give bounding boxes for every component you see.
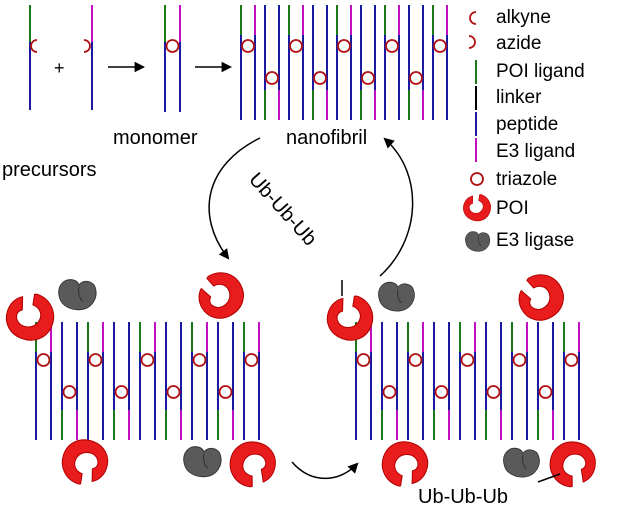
triazole-circle-icon <box>433 39 447 53</box>
triazole-circle-icon <box>486 385 501 399</box>
triazole-circle-icon <box>36 353 51 367</box>
triazole-circle-icon <box>538 385 553 399</box>
e3-ligase-blob-icon <box>183 446 222 478</box>
triazole-circle-icon <box>409 71 423 85</box>
legend-label-triazole: triazole <box>496 169 558 190</box>
ternary-to-ub-arrow <box>291 461 359 480</box>
triazole-circle-icon <box>470 172 484 186</box>
poi-blob-icon <box>459 189 495 225</box>
cycle-arrow-left <box>208 137 261 260</box>
triazole-circle-icon <box>382 385 397 399</box>
legend-label-e3-ligand: E3 ligand <box>496 141 576 162</box>
legend-label-azide: azide <box>496 33 542 54</box>
triazole-circle-icon <box>385 39 399 53</box>
nanofibril-label: nanofibril <box>286 127 368 149</box>
nanofibril-strands <box>240 5 448 120</box>
legend-label-linker: linker <box>496 87 542 108</box>
triazole-circle-icon <box>356 353 371 367</box>
triazole-circle-icon <box>512 353 527 367</box>
triazole-circle-icon <box>289 39 303 53</box>
legend-label-poi: POI <box>496 198 529 219</box>
alkyne-half-circle-icon <box>30 39 38 53</box>
legend-label-peptide: peptide <box>496 114 559 135</box>
triazole-circle-icon <box>218 385 233 399</box>
triazole-circle-icon <box>244 353 259 367</box>
ub-chain-label-bottom: Ub-Ub-Ub <box>418 486 509 508</box>
poi-blob-icon <box>375 435 435 494</box>
triazole-circle-icon <box>313 71 327 85</box>
e3-ligase-blob-icon <box>502 447 540 478</box>
alkyne-half-circle-icon <box>469 11 477 25</box>
legend-label-e3-ligase: E3 ligase <box>496 230 575 251</box>
precursors-label: precursors <box>2 159 97 181</box>
monomer-label: monomer <box>113 127 198 149</box>
triazole-circle-icon <box>460 353 475 367</box>
ubiquitinated-fibril-right <box>355 322 580 440</box>
ub-chain-label-top: Ub-Ub-Ub <box>244 169 321 251</box>
poi-blob-icon <box>226 437 280 491</box>
ternary-complex-fibril-left <box>35 322 260 440</box>
triazole-circle-icon <box>434 385 449 399</box>
triazole-circle-icon <box>265 71 279 85</box>
precursor-strand-1 <box>29 5 38 110</box>
triazole-circle-icon <box>165 39 180 53</box>
triazole-circle-icon <box>88 353 103 367</box>
legend-label-alkyne: alkyne <box>496 7 551 28</box>
poi-blob-icon <box>55 433 115 492</box>
legend-icons <box>459 11 495 252</box>
azide-half-circle-icon <box>83 39 91 53</box>
triazole-circle-icon <box>564 353 579 367</box>
triazole-circle-icon <box>408 353 423 367</box>
triazole-circle-icon <box>62 385 77 399</box>
triazole-circle-icon <box>114 385 129 399</box>
triazole-circle-icon <box>241 39 255 53</box>
triazole-circle-icon <box>192 353 207 367</box>
monomer-strands <box>164 5 181 112</box>
poi-blob-icon <box>189 263 252 327</box>
legend-label-poi-ligand: POI ligand <box>496 61 585 82</box>
triazole-circle-icon <box>140 353 155 367</box>
poi-blob-icon <box>509 265 572 329</box>
ub-chain-link-bottom <box>537 473 561 483</box>
plus-sign: + <box>54 58 65 78</box>
triazole-circle-icon <box>361 71 375 85</box>
azide-half-circle-icon <box>468 35 476 49</box>
triazole-circle-icon <box>337 39 351 53</box>
poi-blob-icon <box>546 437 600 491</box>
triazole-circle-icon <box>166 385 181 399</box>
cycle-arrow-right <box>379 137 414 277</box>
e3-ligase-blob-icon <box>58 279 97 311</box>
e3-ligase-blob-icon <box>377 281 415 312</box>
e3-ligase-blob-icon <box>465 231 491 252</box>
precursor-strand-2 <box>83 5 93 110</box>
